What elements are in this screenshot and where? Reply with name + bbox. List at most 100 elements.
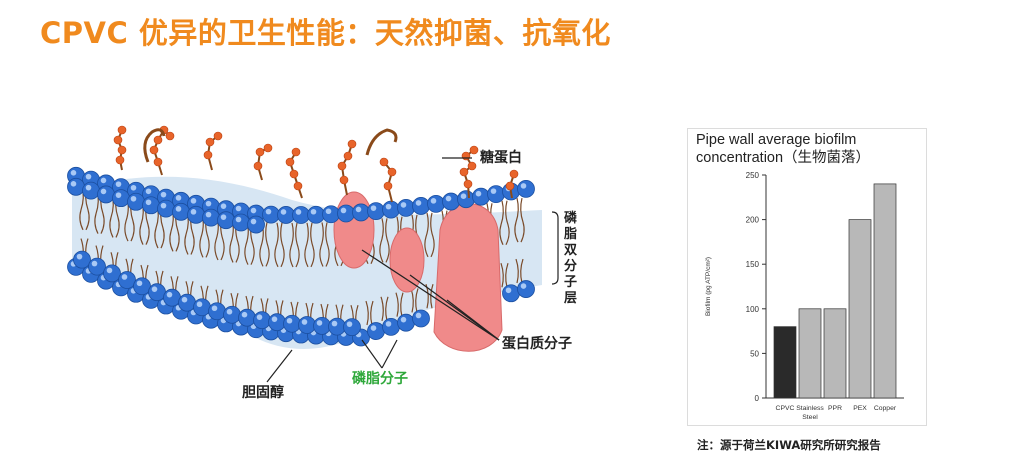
phospholipid-head <box>163 288 181 307</box>
biofilm-chart: Pipe wall average biofilm concentration（… <box>687 128 927 426</box>
phospholipid-head <box>73 250 91 269</box>
pointer-cholesterol <box>266 349 293 383</box>
bilayer-label-char: 脂 <box>563 226 577 242</box>
x-tick-label: PPR <box>828 405 842 412</box>
phospholipid-head <box>322 205 340 224</box>
lipid-tail <box>415 288 419 313</box>
phospholipid-head <box>382 200 400 219</box>
x-tick-label: Steel <box>802 414 818 421</box>
x-tick-label: CPVC <box>776 405 795 412</box>
bar <box>798 308 822 399</box>
phospholipid-head <box>148 283 166 302</box>
cell-membrane-diagram: 糖蛋白 磷脂双分子层 蛋白质分子 磷脂分子 胆固醇 <box>62 100 614 430</box>
glycoprotein-chain <box>203 131 223 171</box>
phospholipid-head <box>193 298 211 317</box>
protein-mid <box>389 227 425 293</box>
glycolipid-strand <box>365 128 398 156</box>
protein-small <box>333 191 375 269</box>
glycoprotein-chain <box>149 125 175 176</box>
phospholipid-head <box>217 211 235 230</box>
phospholipid-head <box>367 322 385 340</box>
phospholipid-head <box>133 277 151 296</box>
protein-large <box>433 203 503 352</box>
glycolipid-strand <box>143 128 166 163</box>
phospholipid-head <box>208 302 226 321</box>
phospholipid-head <box>277 206 295 224</box>
lipid-tail <box>430 284 434 309</box>
lipid-tail <box>515 258 519 284</box>
phospholipid-head <box>187 205 205 224</box>
glycoprotein-label: 糖蛋白 <box>480 149 522 166</box>
slide-title: CPVC 优异的卫生性能：天然抑菌、抗氧化 <box>40 16 611 50</box>
phospholipid-head <box>67 177 85 196</box>
phospholipid-head <box>157 199 175 218</box>
bracket-bilayer <box>551 211 559 285</box>
pointer-phospholipid <box>361 339 383 369</box>
phospholipid-head <box>283 314 301 333</box>
phospholipid-head <box>118 271 136 289</box>
lipid-tail <box>505 263 509 288</box>
head-layer <box>67 166 535 347</box>
lipid-tail <box>325 222 330 267</box>
lipid-tail <box>319 222 324 267</box>
pointer-phospholipid <box>381 339 398 369</box>
phospholipid-head <box>367 202 385 221</box>
phospholipid-head <box>268 313 286 332</box>
phospholipid-head <box>127 192 145 211</box>
protein-label: 蛋白质分子 <box>502 335 572 352</box>
phospholipid-head <box>103 264 121 283</box>
phospholipid-head <box>298 316 316 334</box>
phospholipid-head <box>307 205 325 224</box>
phospholipid-head <box>97 185 115 204</box>
phospholipid-head <box>397 313 415 332</box>
phospholipid-head <box>412 309 430 328</box>
chart-title-line1: Pipe wall average biofilm <box>696 132 857 148</box>
glycoprotein-chain <box>285 147 303 199</box>
phospholipid-head <box>142 196 160 215</box>
phospholipid-head <box>253 311 271 330</box>
x-tick-label: Copper <box>874 405 897 412</box>
lipid-tail <box>520 197 525 243</box>
bilayer-label-char: 双 <box>564 243 577 258</box>
bilayer-label-char: 层 <box>564 291 577 306</box>
bar <box>873 183 897 399</box>
lipid-tail <box>395 292 399 317</box>
phospholipid-head <box>412 197 430 215</box>
source-note: 注：源于荷兰KIWA研究所研究报告 <box>697 438 881 452</box>
lipid-tail <box>425 284 429 309</box>
lipid-tail <box>370 300 374 326</box>
y-tick-label: 50 <box>750 349 759 358</box>
lipid-tail <box>304 222 309 268</box>
y-tick-label: 0 <box>755 394 760 403</box>
lipid-tail <box>380 296 384 321</box>
phospholipid-head <box>427 194 445 213</box>
lipid-tail <box>514 197 519 243</box>
y-tick-label: 100 <box>746 305 760 314</box>
glycoprotein-chain <box>253 143 273 181</box>
phospholipid-head <box>202 208 220 227</box>
bilayer-label-char: 分 <box>564 258 577 274</box>
phospholipid-head <box>487 185 505 204</box>
phospholipid-head <box>502 284 520 303</box>
lipid-tail <box>280 222 285 268</box>
phospholipid-head <box>457 190 475 209</box>
lipid-tail <box>385 296 389 321</box>
lipid-tail <box>430 212 435 258</box>
phospholipid-head <box>172 202 190 221</box>
phospholipid-head <box>292 206 310 224</box>
phospholipid-head <box>397 198 415 217</box>
bilayer-label-char: 磷 <box>564 210 578 226</box>
lipid-tail <box>505 200 510 246</box>
lipid-tail <box>385 218 390 263</box>
phospholipid-head <box>262 205 280 224</box>
phospholipid-label: 磷脂分子 <box>352 370 408 387</box>
lipid-tail <box>400 292 404 317</box>
phospholipid-head <box>517 280 535 298</box>
glycoprotein-chain <box>113 125 127 171</box>
lipid-tail <box>310 222 315 268</box>
lipid-tail <box>500 263 504 288</box>
phospholipid-head <box>343 318 361 337</box>
pointer-protein <box>361 249 500 341</box>
